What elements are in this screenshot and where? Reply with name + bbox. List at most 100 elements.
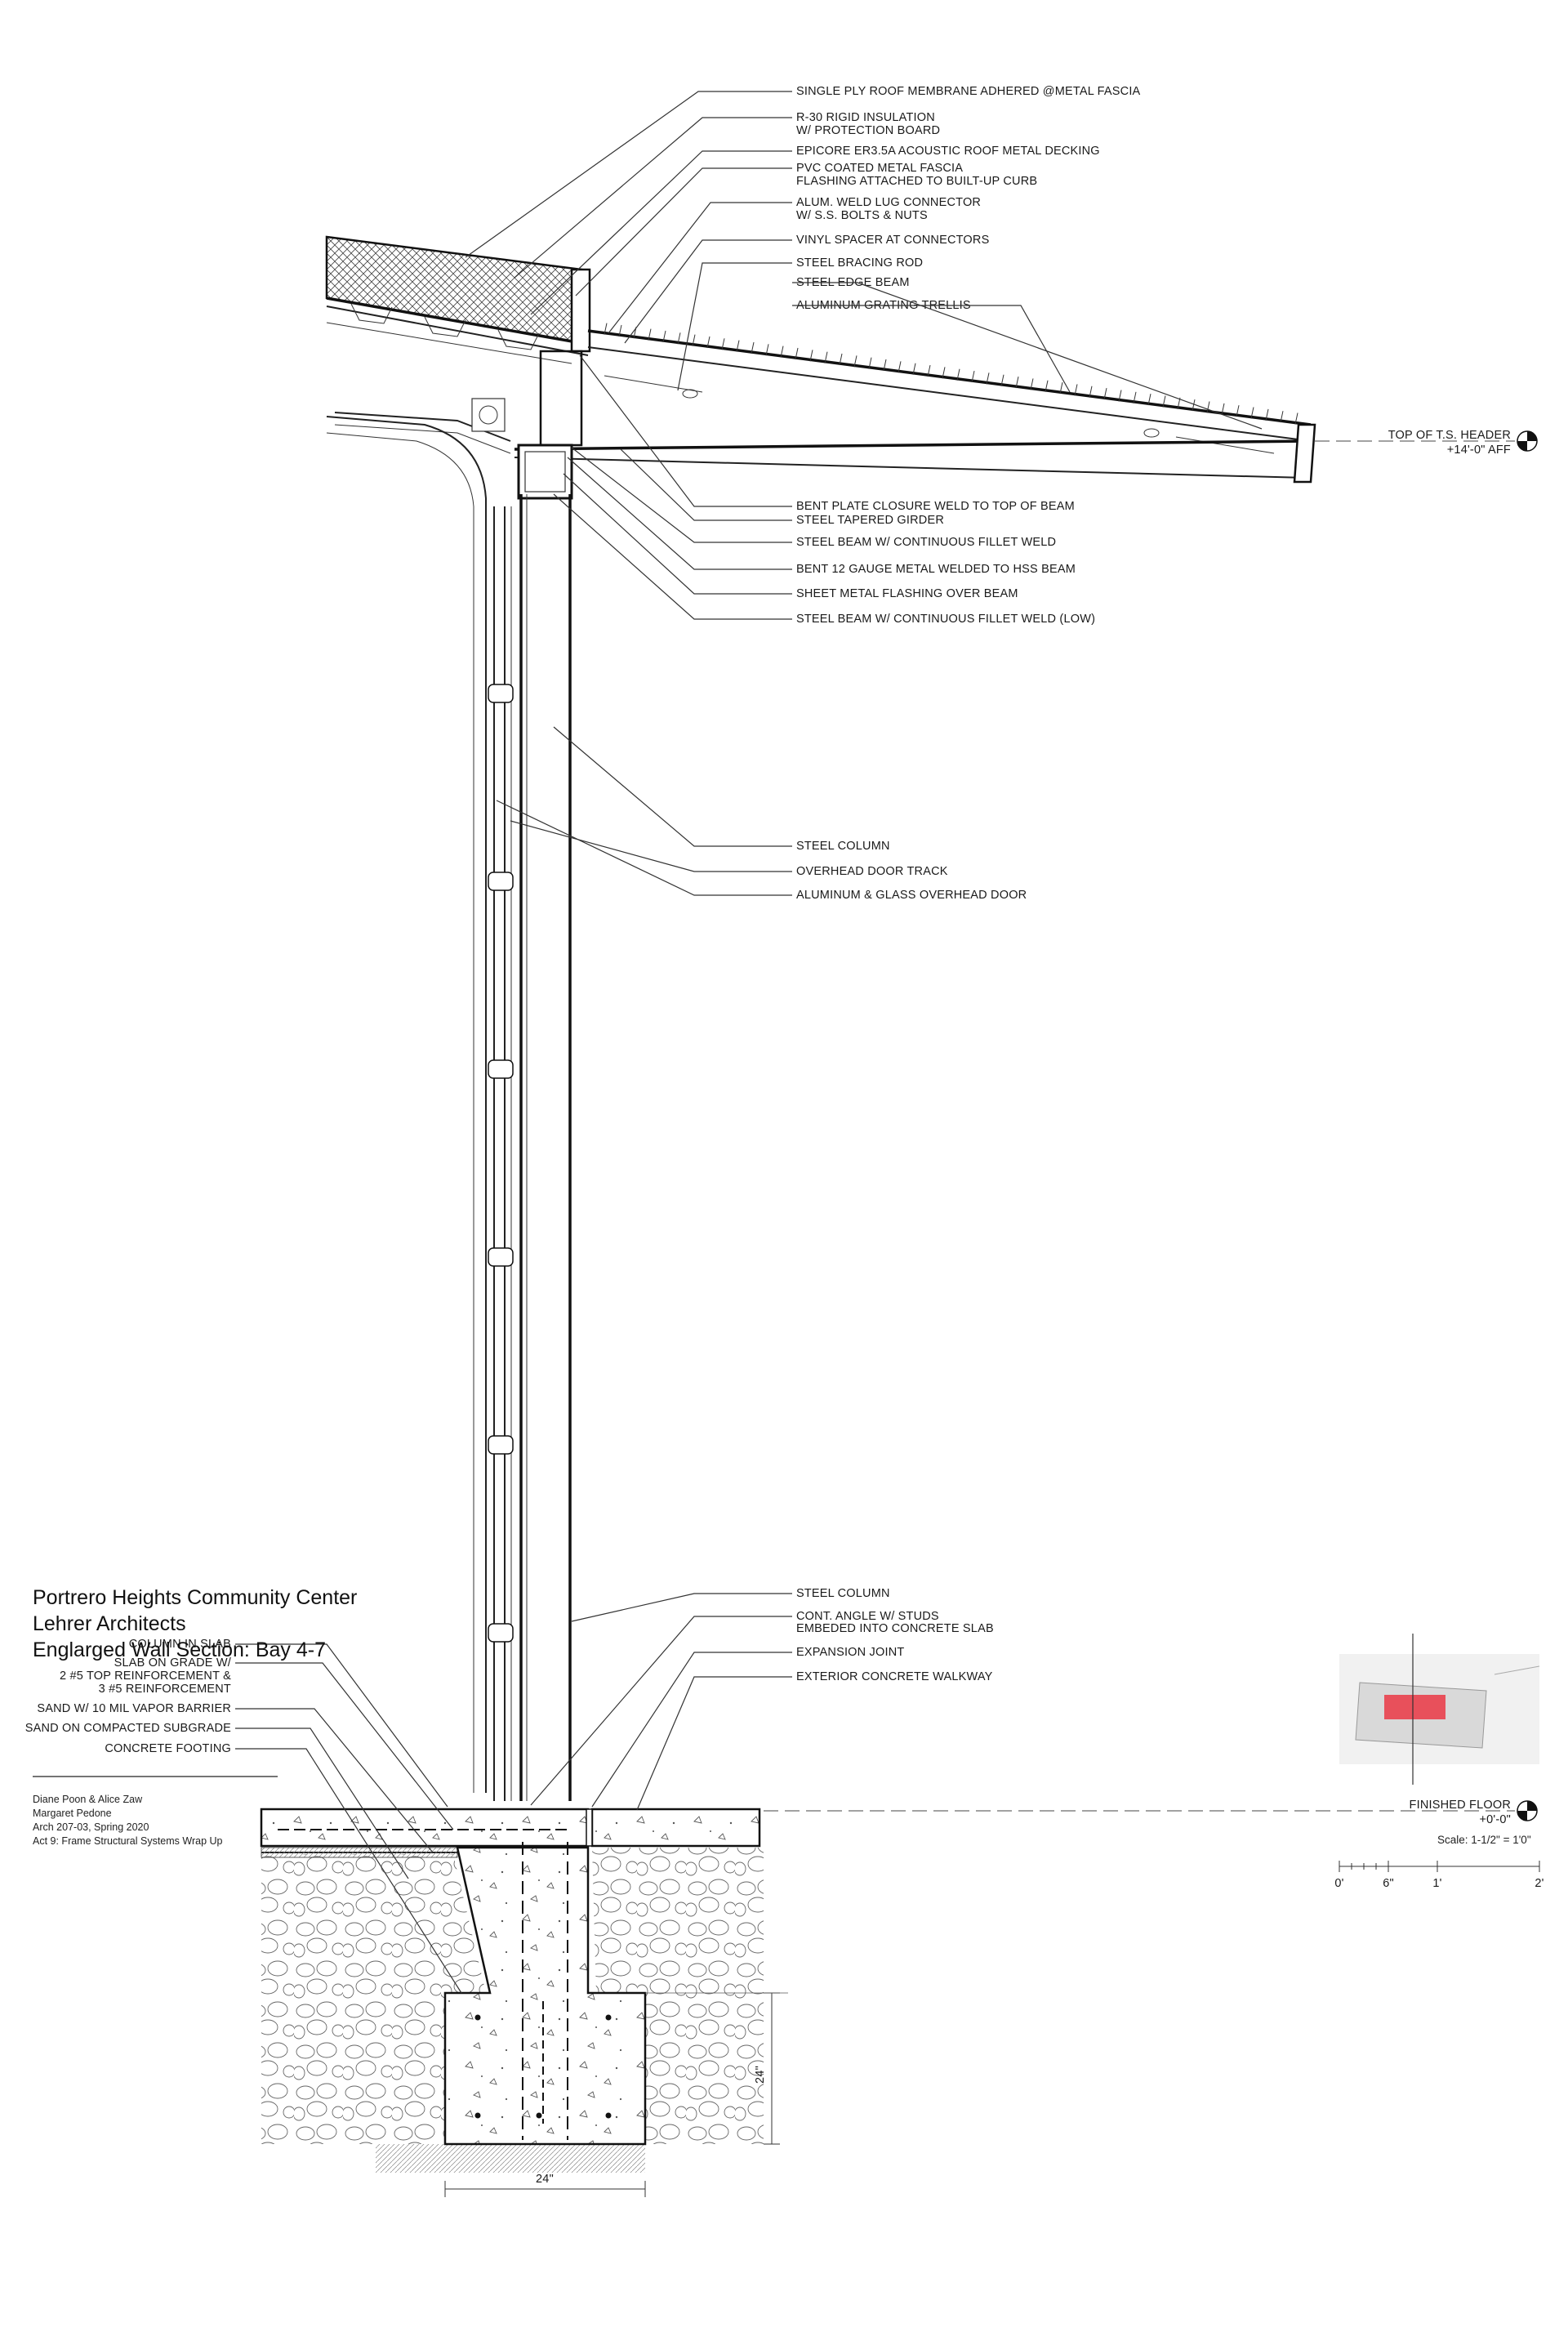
beam-callout-leader-3 [567,457,792,570]
scale-tick-1ft: 1' [1432,1877,1441,1890]
base-right-callout-leader-1 [530,1616,792,1806]
roof-callout-2: W/ PROTECTION BOARD [796,124,940,137]
footing-width-dim: 24" [536,2173,554,2186]
footing-height-dim: 24" [754,2066,767,2084]
slab-on-grade [260,1808,761,1853]
hss-header-beam [471,350,583,500]
roof-callout-7: W/ S.S. BOLTS & NUTS [796,209,928,222]
base-left-callout-5: SAND ON COMPACTED SUBGRADE [25,1722,231,1735]
beam-callout-2: STEEL BEAM W/ CONTINUOUS FILLET WELD [796,536,1056,549]
base-right-callout-leader-3 [636,1676,792,1811]
beam-callout-5: STEEL BEAM W/ CONTINUOUS FILLET WELD (LO… [796,613,1095,626]
top-header-label: TOP OF T.S. HEADER [1388,429,1511,442]
roof-callout-6: ALUM. WELD LUG CONNECTOR [796,196,981,209]
base-left-callout-0: COLUMN IN SLAB [129,1638,231,1651]
scale-tick-6in: 6" [1383,1877,1394,1890]
door-roller [488,872,514,891]
beam-callout-0: BENT PLATE CLOSURE WELD TO TOP OF BEAM [796,500,1075,513]
wall-callout-0: STEEL COLUMN [796,840,890,853]
roof-callout-0: SINGLE PLY ROOF MEMBRANE ADHERED @METAL … [796,85,1141,98]
base-left-callout-6: CONCRETE FOOTING [105,1742,231,1755]
steel-column [519,494,572,1801]
roof-callout-leader-8 [792,305,1071,393]
callouts-wall: STEEL COLUMN OVERHEAD DOOR TRACK ALUMINUM … [496,726,1027,902]
roof-assembly [325,235,591,364]
base-right-callout-4: EXTERIOR CONCRETE WALKWAY [796,1670,993,1683]
door-roller [488,1059,514,1079]
architect-name: Lehrer Architects [33,1612,186,1635]
door-roller [488,1623,514,1643]
base-left-callout-leader-1 [235,1662,454,1830]
roof-callout-leader-3 [575,167,792,296]
title-block: Portrero Heights Community Center Lehrer… [33,1585,357,1663]
door-roller [488,1435,514,1455]
roof-callout-leader-4 [608,202,792,334]
door-roller [488,1247,514,1267]
roof-callout-5: FLASHING ATTACHED TO BUILT-UP CURB [796,175,1037,188]
wall-callout-2: ALUMINUM & GLASS OVERHEAD DOOR [796,889,1027,902]
beam-callout-leader-1 [620,448,792,521]
concrete-footing [443,1842,647,2146]
course: Arch 207-03, Spring 2020 [33,1821,149,1833]
wall-callout-leader-0 [553,726,792,847]
aluminum-grating-trellis [587,323,1312,454]
assignment: Act 9: Frame Structural Systems Wrap Up [33,1835,223,1847]
wall-callout-leader-2 [496,800,792,896]
roof-callout-9: STEEL BRACING ROD [796,256,923,270]
wall-callout-1: OVERHEAD DOOR TRACK [796,865,948,878]
beam-callout-leader-0 [579,354,792,507]
level-marker-top-header: TOP OF T.S. HEADER +14'-0" AFF [1315,429,1538,457]
finished-floor-label: FINISHED FLOOR [1410,1799,1511,1812]
level-marker-finished-floor: FINISHED FLOOR +0'-0" [764,1799,1538,1826]
base-left-callout-3: 3 #5 REINFORCEMENT [99,1683,231,1696]
base-right-callout-leader-2 [591,1652,792,1808]
credits-block: Diane Poon & Alice Zaw Margaret Pedone A… [33,1793,222,1848]
scale-tick-2ft: 2' [1535,1877,1544,1890]
roof-callout-leader-7 [792,282,1263,430]
aluminum-glass-overhead-door [488,506,514,1801]
base-right-callout-3: EXPANSION JOINT [796,1646,904,1659]
callouts-base-left: COLUMN IN SLAB SLAB ON GRADE W/2 #5 TOP R… [25,1638,462,1994]
roof-callout-4: PVC COATED METAL FASCIA [796,162,963,175]
beam-callout-leader-4 [563,473,792,595]
beam-callout-3: BENT 12 GAUGE METAL WELDED TO HSS BEAM [796,563,1076,576]
base-left-callout-leader-0 [235,1643,448,1808]
base-right-callout-1: CONT. ANGLE W/ STUDS [796,1610,939,1623]
base-left-callout-leader-4 [235,1748,462,1994]
roof-callout-leader-6 [677,262,792,391]
base-right-callout-0: STEEL COLUMN [796,1587,890,1600]
sheet-title: Englarged Wall Section: Bay 4-7 [33,1638,326,1661]
instructor: Margaret Pedone [33,1808,112,1819]
roof-callout-leader-5 [624,239,792,344]
overhead-door-curve [326,416,487,1793]
roof-callout-leader-0 [465,91,792,258]
beam-callout-4: SHEET METAL FLASHING OVER BEAM [796,587,1018,600]
scale-tick-0: 0' [1334,1877,1343,1890]
finished-floor-elevation: +0'-0" [1479,1813,1511,1826]
roof-callout-8: VINYL SPACER AT CONNECTORS [796,234,989,247]
roof-callout-1: R-30 RIGID INSULATION [796,111,935,124]
compacted-subgrade [261,1847,764,2173]
base-left-callout-2: 2 #5 TOP REINFORCEMENT & [60,1670,231,1683]
callouts-roof: SINGLE PLY ROOF MEMBRANE ADHERED @METAL … [465,85,1263,430]
beam-callout-1: STEEL TAPERED GIRDER [796,514,944,527]
roof-callout-leader-2 [530,150,792,315]
base-left-callout-leader-2 [235,1708,434,1853]
beam-callout-leader-2 [571,447,792,543]
top-header-elevation: +14'-0" AFF [1447,444,1511,457]
base-left-callout-4: SAND W/ 10 MIL VAPOR BARRIER [37,1702,231,1715]
scale-bar: 0' 6" 1' 2' [1334,1861,1544,1890]
callouts-beam: BENT PLATE CLOSURE WELD TO TOP OF BEAMST… [553,354,1095,626]
roof-callout-3: EPICORE ER3.5A ACOUSTIC ROOF METAL DECKI… [796,145,1100,158]
footing-dimensions: 24" 24" [444,1992,788,2197]
base-right-callout-leader-0 [571,1593,792,1622]
project-title: Portrero Heights Community Center [33,1586,358,1609]
wall-callout-leader-1 [510,820,792,872]
roof-callout-leader-1 [514,117,792,279]
base-left-callout-leader-3 [235,1728,409,1879]
base-left-callout-1: SLAB ON GRADE W/ [114,1656,232,1670]
key-plan [1339,1634,1540,1785]
steel-tapered-girder [334,412,1316,484]
